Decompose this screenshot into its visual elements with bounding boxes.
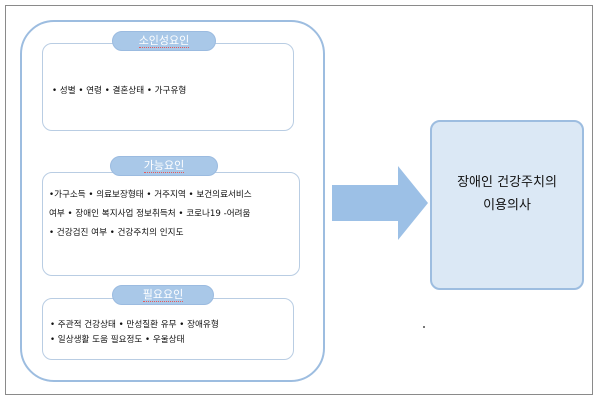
predisposing-factor-title-text: 소인성요인: [138, 34, 190, 48]
enabling-factor-title-text: 가능요인: [143, 159, 185, 173]
outcome-line: 이용의사: [483, 198, 531, 213]
predisposing-factor-box: [42, 43, 294, 131]
predisposing-factor-items: • 성별 • 연령 • 결혼상태 • 가구유형: [52, 83, 186, 99]
enabling-factor-items: •가구소득 • 의료보장형태 • 거주지역 • 보건의료서비스 여부 • 장애인…: [49, 186, 252, 243]
need-factor-title-text: 필요요인: [142, 288, 184, 302]
right-arrow-icon: [332, 166, 428, 240]
outcome-box: [430, 120, 584, 290]
need-item-line: • 일상생활 도움 필요정도 • 우울상태: [50, 335, 185, 345]
need-factor-title: 필요요인: [112, 285, 214, 305]
predisposing-factor-title: 소인성요인: [112, 31, 216, 51]
need-factor-items: • 주관적 건강상태 • 만성질환 유무 • 장애유형 • 일상생활 도움 필요…: [50, 318, 219, 348]
enabling-item-line: • 건강검진 여부 • 건강주치의 인지도: [49, 228, 184, 238]
need-factor-box: [42, 298, 294, 360]
enabling-factor-box: [42, 172, 300, 276]
outcome-line: 장애인 건강주치의: [457, 175, 557, 190]
enabling-item-line: 여부 • 장애인 복지사업 정보취득처 • 코로나19 -어려움: [49, 209, 251, 219]
enabling-factor-title: 가능요인: [110, 156, 218, 176]
predisposing-item-line: • 성별 • 연령 • 결혼상태 • 가구유형: [52, 86, 187, 96]
need-item-line: • 주관적 건강상태 • 만성질환 유무 • 장애유형: [50, 320, 219, 330]
enabling-item-line: •가구소득 • 의료보장형태 • 거주지역 • 보건의료서비스: [49, 190, 252, 200]
stray-dot: [423, 326, 425, 328]
outcome-label: 장애인 건강주치의 이용의사: [430, 171, 584, 217]
